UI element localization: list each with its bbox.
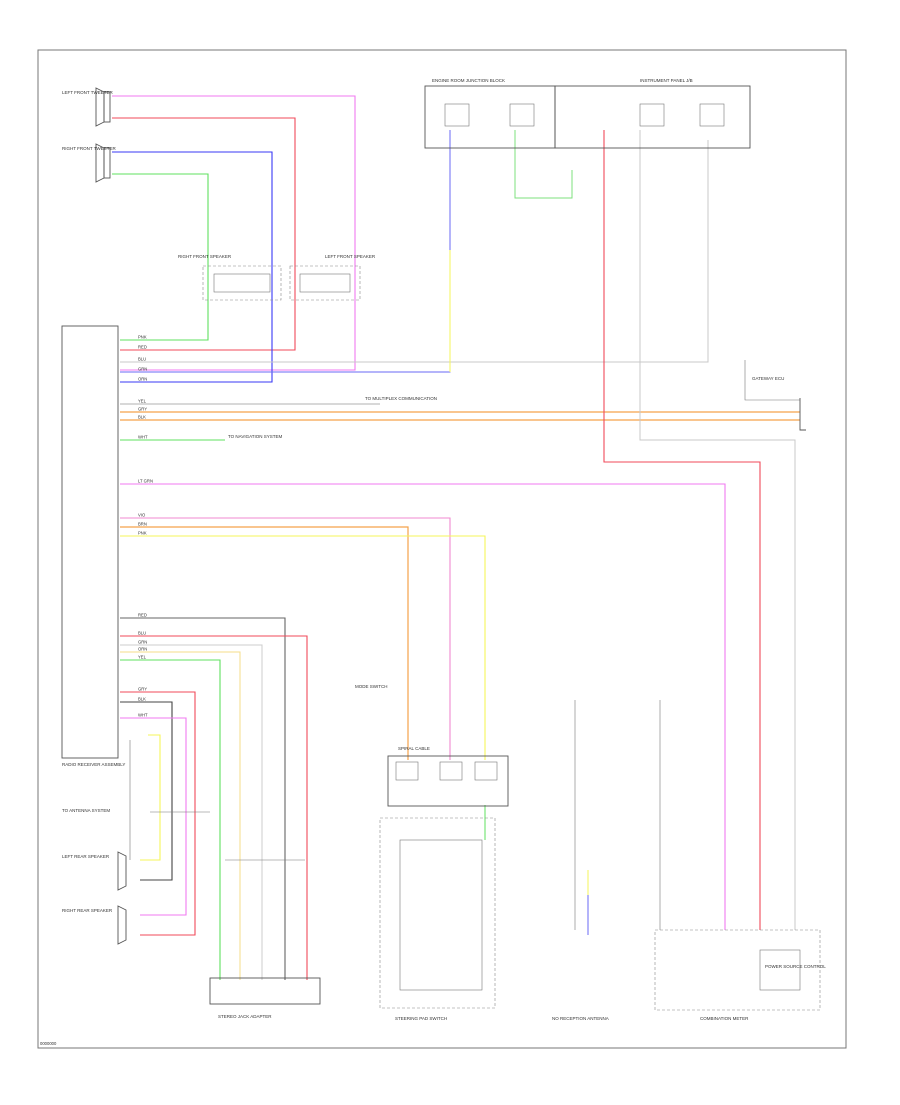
wire-green-jack — [120, 659, 221, 980]
footer-code: 0000000 — [40, 1041, 57, 1046]
combination-meter-block — [654, 929, 821, 1011]
steering-switch-block — [379, 817, 496, 1009]
wire-yellow-jack — [120, 651, 241, 980]
wire-blue-top — [112, 151, 273, 383]
wire-blue-fuse — [120, 130, 451, 373]
wire-gray-meter — [639, 130, 796, 930]
wire-red-meter — [603, 130, 761, 930]
label-instrument-panel: INSTRUMENT PANEL J/B — [640, 78, 693, 83]
diagram-frame — [37, 49, 847, 1049]
radio-receiver-block — [61, 325, 119, 759]
wire-pink-top — [112, 95, 356, 371]
wire-pink-steer — [120, 517, 451, 760]
label-to-multiplex: TO MULTIPLEX COMMUNICATION — [365, 396, 437, 401]
label-radio-receiver: RADIO RECEIVER ASSEMBLY — [62, 762, 125, 767]
wire-code-label: PNK — [138, 531, 147, 536]
wire-code-label: GRY — [138, 407, 147, 412]
wire-code-label: BLK — [138, 415, 146, 420]
left-rear-speaker-block — [117, 851, 127, 891]
wire-code-label: BLU — [138, 631, 146, 636]
wire-yellow-steer — [120, 535, 486, 760]
left-tweeter-block — [95, 87, 111, 127]
left-front-speaker-block — [289, 265, 361, 301]
wire-white-jack — [120, 644, 263, 980]
spiral-cable-block — [387, 755, 509, 807]
stereo-jack-block — [209, 977, 321, 1005]
wire-code-label: RED — [138, 345, 147, 350]
label-right-front-speaker: RIGHT FRONT SPEAKER — [178, 254, 232, 259]
wire-code-label: WHT — [138, 713, 148, 718]
label-to-antenna: TO ANTENNA SYSTEM — [62, 808, 110, 813]
label-stereo-jack: STEREO JACK ADAPTER — [218, 1014, 272, 1019]
wire-code-label: LT GRN — [138, 479, 153, 484]
label-left-rear-speaker: LEFT REAR SPEAKER — [62, 854, 110, 859]
wire-code-label: GRN — [138, 640, 147, 645]
wire-code-label: BRN — [138, 522, 147, 527]
label-no-reception: NO RECEPTION ANTENNA — [552, 1016, 609, 1021]
wire-code-label: BLK — [138, 697, 146, 702]
label-spiral-cable: SPIRAL CABLE — [398, 746, 430, 751]
wire-code-label: ORN — [138, 377, 147, 382]
wire-code-label: BLU — [138, 357, 146, 362]
wire-code-label: WHT — [138, 435, 148, 440]
label-right-rear-speaker: RIGHT REAR SPEAKER — [62, 908, 113, 913]
label-to-navigation: TO NAVIGATION SYSTEM — [228, 434, 283, 439]
wire-code-label: ORN — [138, 647, 147, 652]
wire-black-rear — [120, 701, 173, 881]
right-tweeter-block — [95, 143, 111, 183]
fuse-block — [424, 85, 556, 149]
wire-pink-meter — [120, 483, 726, 930]
wire-code-label: VIO — [138, 513, 146, 518]
wire-code-labels: PNK RED BLU GRN ORN YEL GRY BLK WHT LT GRN VIO BRN P… — [138, 335, 153, 718]
wire-pink-rear — [120, 717, 187, 916]
wire-lgreen-fuse — [514, 130, 573, 199]
label-left-front-speaker: LEFT FRONT SPEAKER — [325, 254, 376, 259]
wire-code-label: YEL — [138, 399, 147, 404]
right-rear-speaker-block — [117, 905, 127, 945]
wire-gray-mid — [120, 140, 709, 363]
wire-red-jack — [120, 635, 308, 980]
wire-yellow-rear — [140, 734, 161, 861]
label-right-tweeter: RIGHT FRONT TWEETER — [62, 146, 117, 151]
label-mode-switch: MODE SWITCH — [355, 684, 388, 689]
wire-code-label: RED — [138, 613, 147, 618]
gateway-block — [799, 398, 806, 431]
labels: LEFT FRONT TWEETER RIGHT FRONT TWEETER R… — [40, 78, 826, 1046]
label-combination-meter: COMBINATION METER — [700, 1016, 749, 1021]
wire-code-label: GRN — [138, 367, 147, 372]
wire-code-label: PNK — [138, 335, 147, 340]
wire-code-label: YEL — [138, 655, 147, 660]
label-gateway: GATEWAY ECU — [752, 376, 784, 381]
right-front-speaker-block — [202, 265, 282, 301]
wire-code-label: GRY — [138, 687, 147, 692]
instrument-panel-block — [554, 85, 751, 149]
label-power-source: POWER SOURCE CONTROL — [765, 964, 826, 969]
label-steering-switch: STEERING PAD SWITCH — [395, 1016, 447, 1021]
thin-lines — [129, 360, 800, 930]
wire-red-top — [112, 117, 296, 351]
wire-gray-jack — [120, 617, 286, 980]
label-fuse-block: ENGINE ROOM JUNCTION BLOCK — [432, 78, 505, 83]
label-left-tweeter: LEFT FRONT TWEETER — [62, 90, 114, 95]
wire-red-rear — [120, 691, 196, 936]
wire-green-top — [112, 173, 209, 341]
wire-layer — [112, 95, 800, 980]
wire-orange-steer — [120, 526, 409, 760]
